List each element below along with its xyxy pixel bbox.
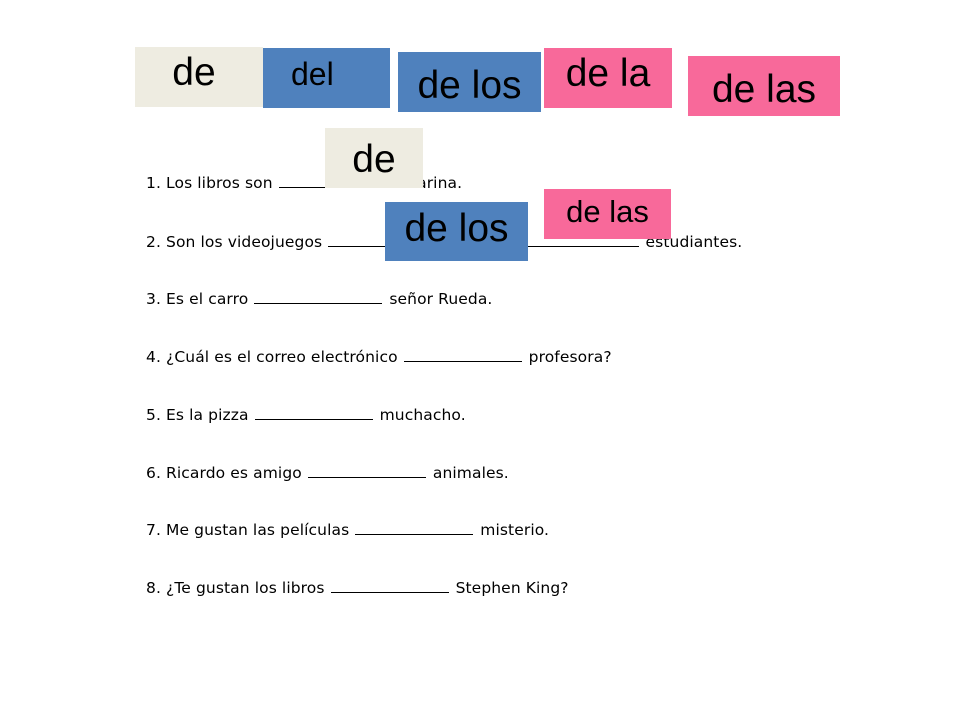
sentence-text-before: Es la pizza bbox=[166, 406, 249, 424]
sentence-text-before: ¿Te gustan los libros bbox=[166, 579, 325, 597]
sentence-text-after: misterio. bbox=[480, 521, 550, 539]
sentence-text-before: Es el carro bbox=[166, 290, 249, 308]
answer-blank[interactable] bbox=[307, 461, 426, 478]
word-tile-de-las[interactable]: de las bbox=[688, 56, 840, 116]
sentence-text-before: Son los videojuegos bbox=[166, 233, 323, 251]
word-tile-del[interactable]: del bbox=[263, 48, 390, 108]
word-tile-de[interactable]: de bbox=[135, 47, 263, 107]
sentence-text-after: muchacho. bbox=[379, 406, 466, 424]
sentence-number: 1. bbox=[146, 174, 161, 192]
sentence-number: 4. bbox=[146, 348, 161, 366]
sentence-text-after: Stephen King? bbox=[455, 579, 569, 597]
sentence-4: 4. ¿Cuál es el correo electrónico profeso… bbox=[146, 345, 612, 366]
sentence-text-before: Los libros son bbox=[166, 174, 273, 192]
sentence-number: 8. bbox=[146, 579, 161, 597]
sentence-text-after: señor Rueda. bbox=[389, 290, 493, 308]
answer-blank[interactable] bbox=[355, 518, 474, 535]
placed-tile-de-los[interactable]: de los bbox=[385, 202, 528, 261]
answer-blank[interactable] bbox=[510, 230, 639, 247]
answer-blank[interactable] bbox=[254, 403, 373, 420]
word-tile-de-los[interactable]: de los bbox=[398, 52, 541, 112]
sentence-text-before: Ricardo es amigo bbox=[166, 464, 302, 482]
sentence-text-after: animales. bbox=[432, 464, 509, 482]
placed-tile-de-las[interactable]: de las bbox=[544, 189, 671, 239]
answer-blank[interactable] bbox=[403, 345, 522, 362]
placed-tile-de[interactable]: de bbox=[325, 128, 423, 188]
sentence-number: 2. bbox=[146, 233, 161, 251]
sentence-text-before: Me gustan las películas bbox=[166, 521, 350, 539]
sentence-5: 5. Es la pizza muchacho. bbox=[146, 403, 466, 424]
sentence-3: 3. Es el carro señor Rueda. bbox=[146, 287, 492, 308]
sentence-number: 5. bbox=[146, 406, 161, 424]
sentence-number: 7. bbox=[146, 521, 161, 539]
sentence-text-after: profesora? bbox=[528, 348, 612, 366]
sentence-6: 6. Ricardo es amigo animales. bbox=[146, 461, 509, 482]
sentence-text-before: ¿Cuál es el correo electrónico bbox=[166, 348, 398, 366]
sentence-number: 6. bbox=[146, 464, 161, 482]
word-tile-de-la[interactable]: de la bbox=[544, 48, 672, 108]
sentence-8: 8. ¿Te gustan los libros Stephen King? bbox=[146, 576, 569, 597]
sentence-7: 7. Me gustan las películas misterio. bbox=[146, 518, 549, 539]
answer-blank[interactable] bbox=[254, 287, 383, 304]
sentence-number: 3. bbox=[146, 290, 161, 308]
answer-blank[interactable] bbox=[330, 576, 449, 593]
